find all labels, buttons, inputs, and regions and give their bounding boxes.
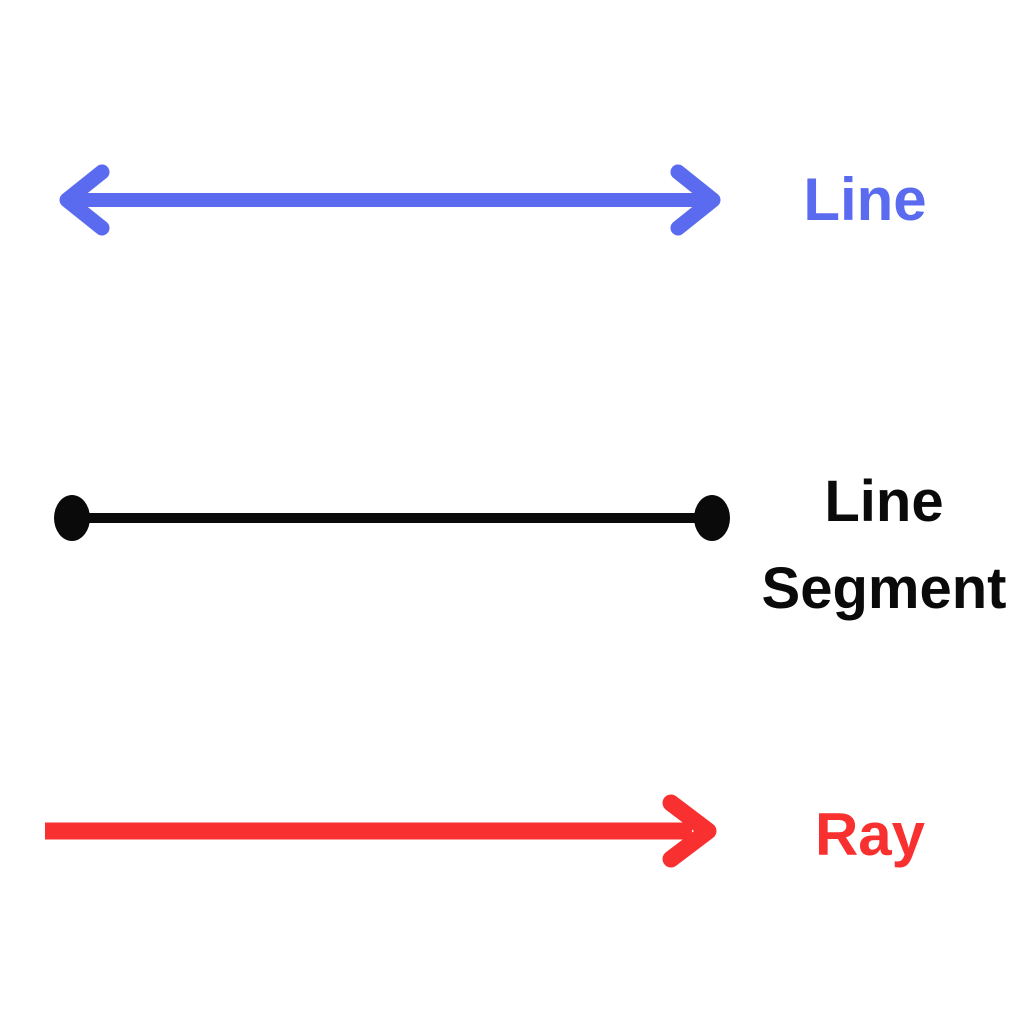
arrow-right-icon bbox=[45, 794, 717, 868]
arrowhead-right bbox=[670, 164, 721, 236]
arrowhead-left bbox=[59, 164, 110, 236]
double-arrow-icon bbox=[59, 164, 721, 236]
endpoint-dot-right bbox=[694, 495, 730, 541]
ray-label: Ray bbox=[814, 801, 926, 868]
line-label: Line bbox=[803, 166, 927, 233]
segment-with-endpoints-icon bbox=[54, 495, 730, 541]
line-segment-label: Line Segment bbox=[761, 469, 1007, 621]
endpoint-dot-left bbox=[54, 495, 90, 541]
ray-arrowhead bbox=[662, 794, 717, 868]
